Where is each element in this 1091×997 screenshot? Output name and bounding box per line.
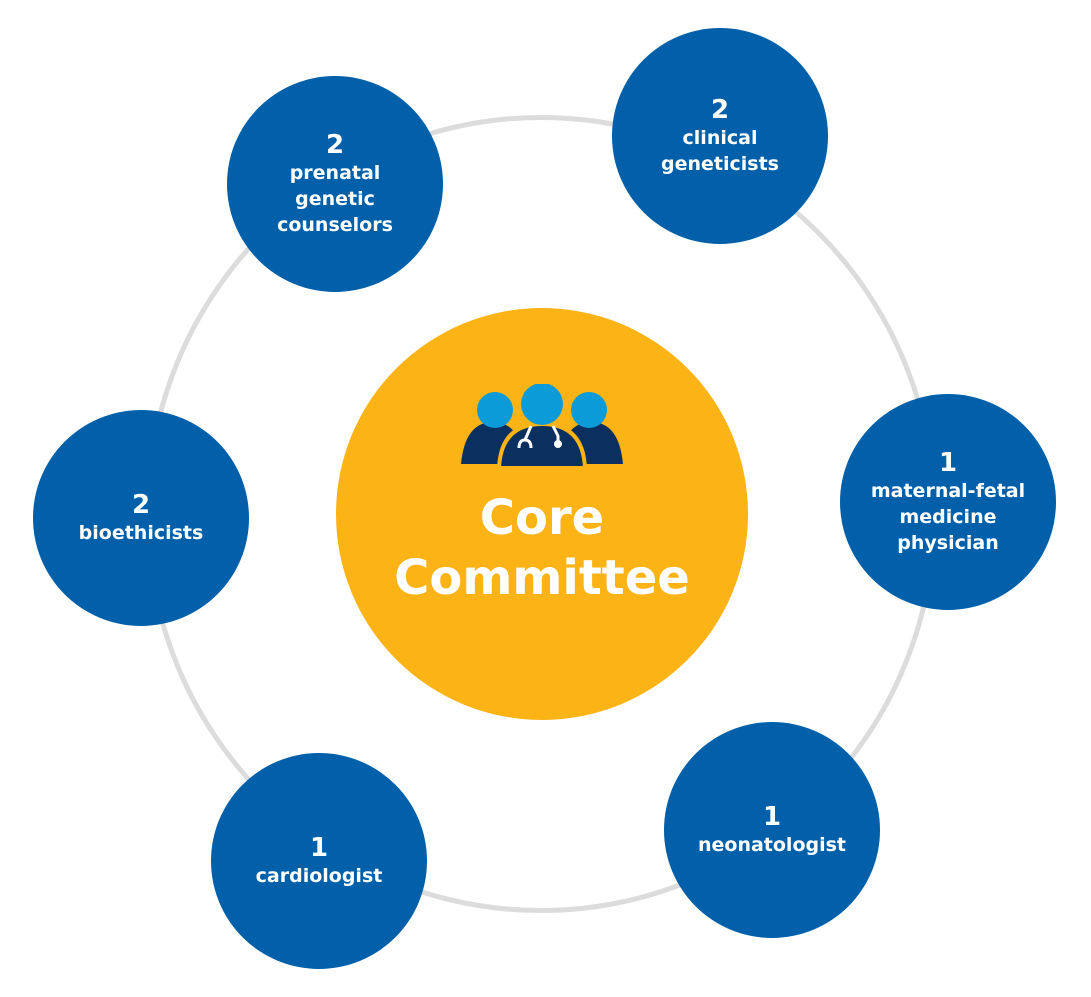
member-role: geneticists [661,153,779,175]
member-count: 2 [710,95,730,125]
medical-team-icon [461,384,623,468]
member-role: clinical [682,127,758,149]
member-role: medicine [899,506,997,528]
member-bioethicists: 2 bioethicists [33,410,249,626]
member-clinical-geneticists: 2 clinical geneticists [612,28,828,244]
member-role: prenatal [289,162,381,184]
member-role: genetic [295,188,375,210]
title-line: Committee [394,550,690,606]
member-role: neonatologist [697,834,847,856]
member-count: 1 [309,833,329,863]
member-neonatologist: 1 neonatologist [664,722,880,938]
member-count: 2 [131,490,151,520]
member-role: maternal-fetal [870,480,1026,502]
member-role: cardiologist [255,865,383,887]
member-maternal-fetal-medicine-physician: 1 maternal-fetal medicine physician [840,394,1056,610]
member-count: 1 [938,448,958,478]
title-line: Core [479,490,605,546]
member-role: physician [897,532,999,554]
member-count: 2 [325,130,345,160]
member-cardiologist: 1 cardiologist [211,753,427,969]
member-role: counselors [277,214,393,236]
member-role: bioethicists [78,522,204,544]
core-committee-title: Core Committee [394,488,690,608]
member-count: 1 [762,802,782,832]
member-prenatal-genetic-counselors: 2 prenatal genetic counselors [227,76,443,292]
core-committee-circle: Core Committee [336,308,748,720]
